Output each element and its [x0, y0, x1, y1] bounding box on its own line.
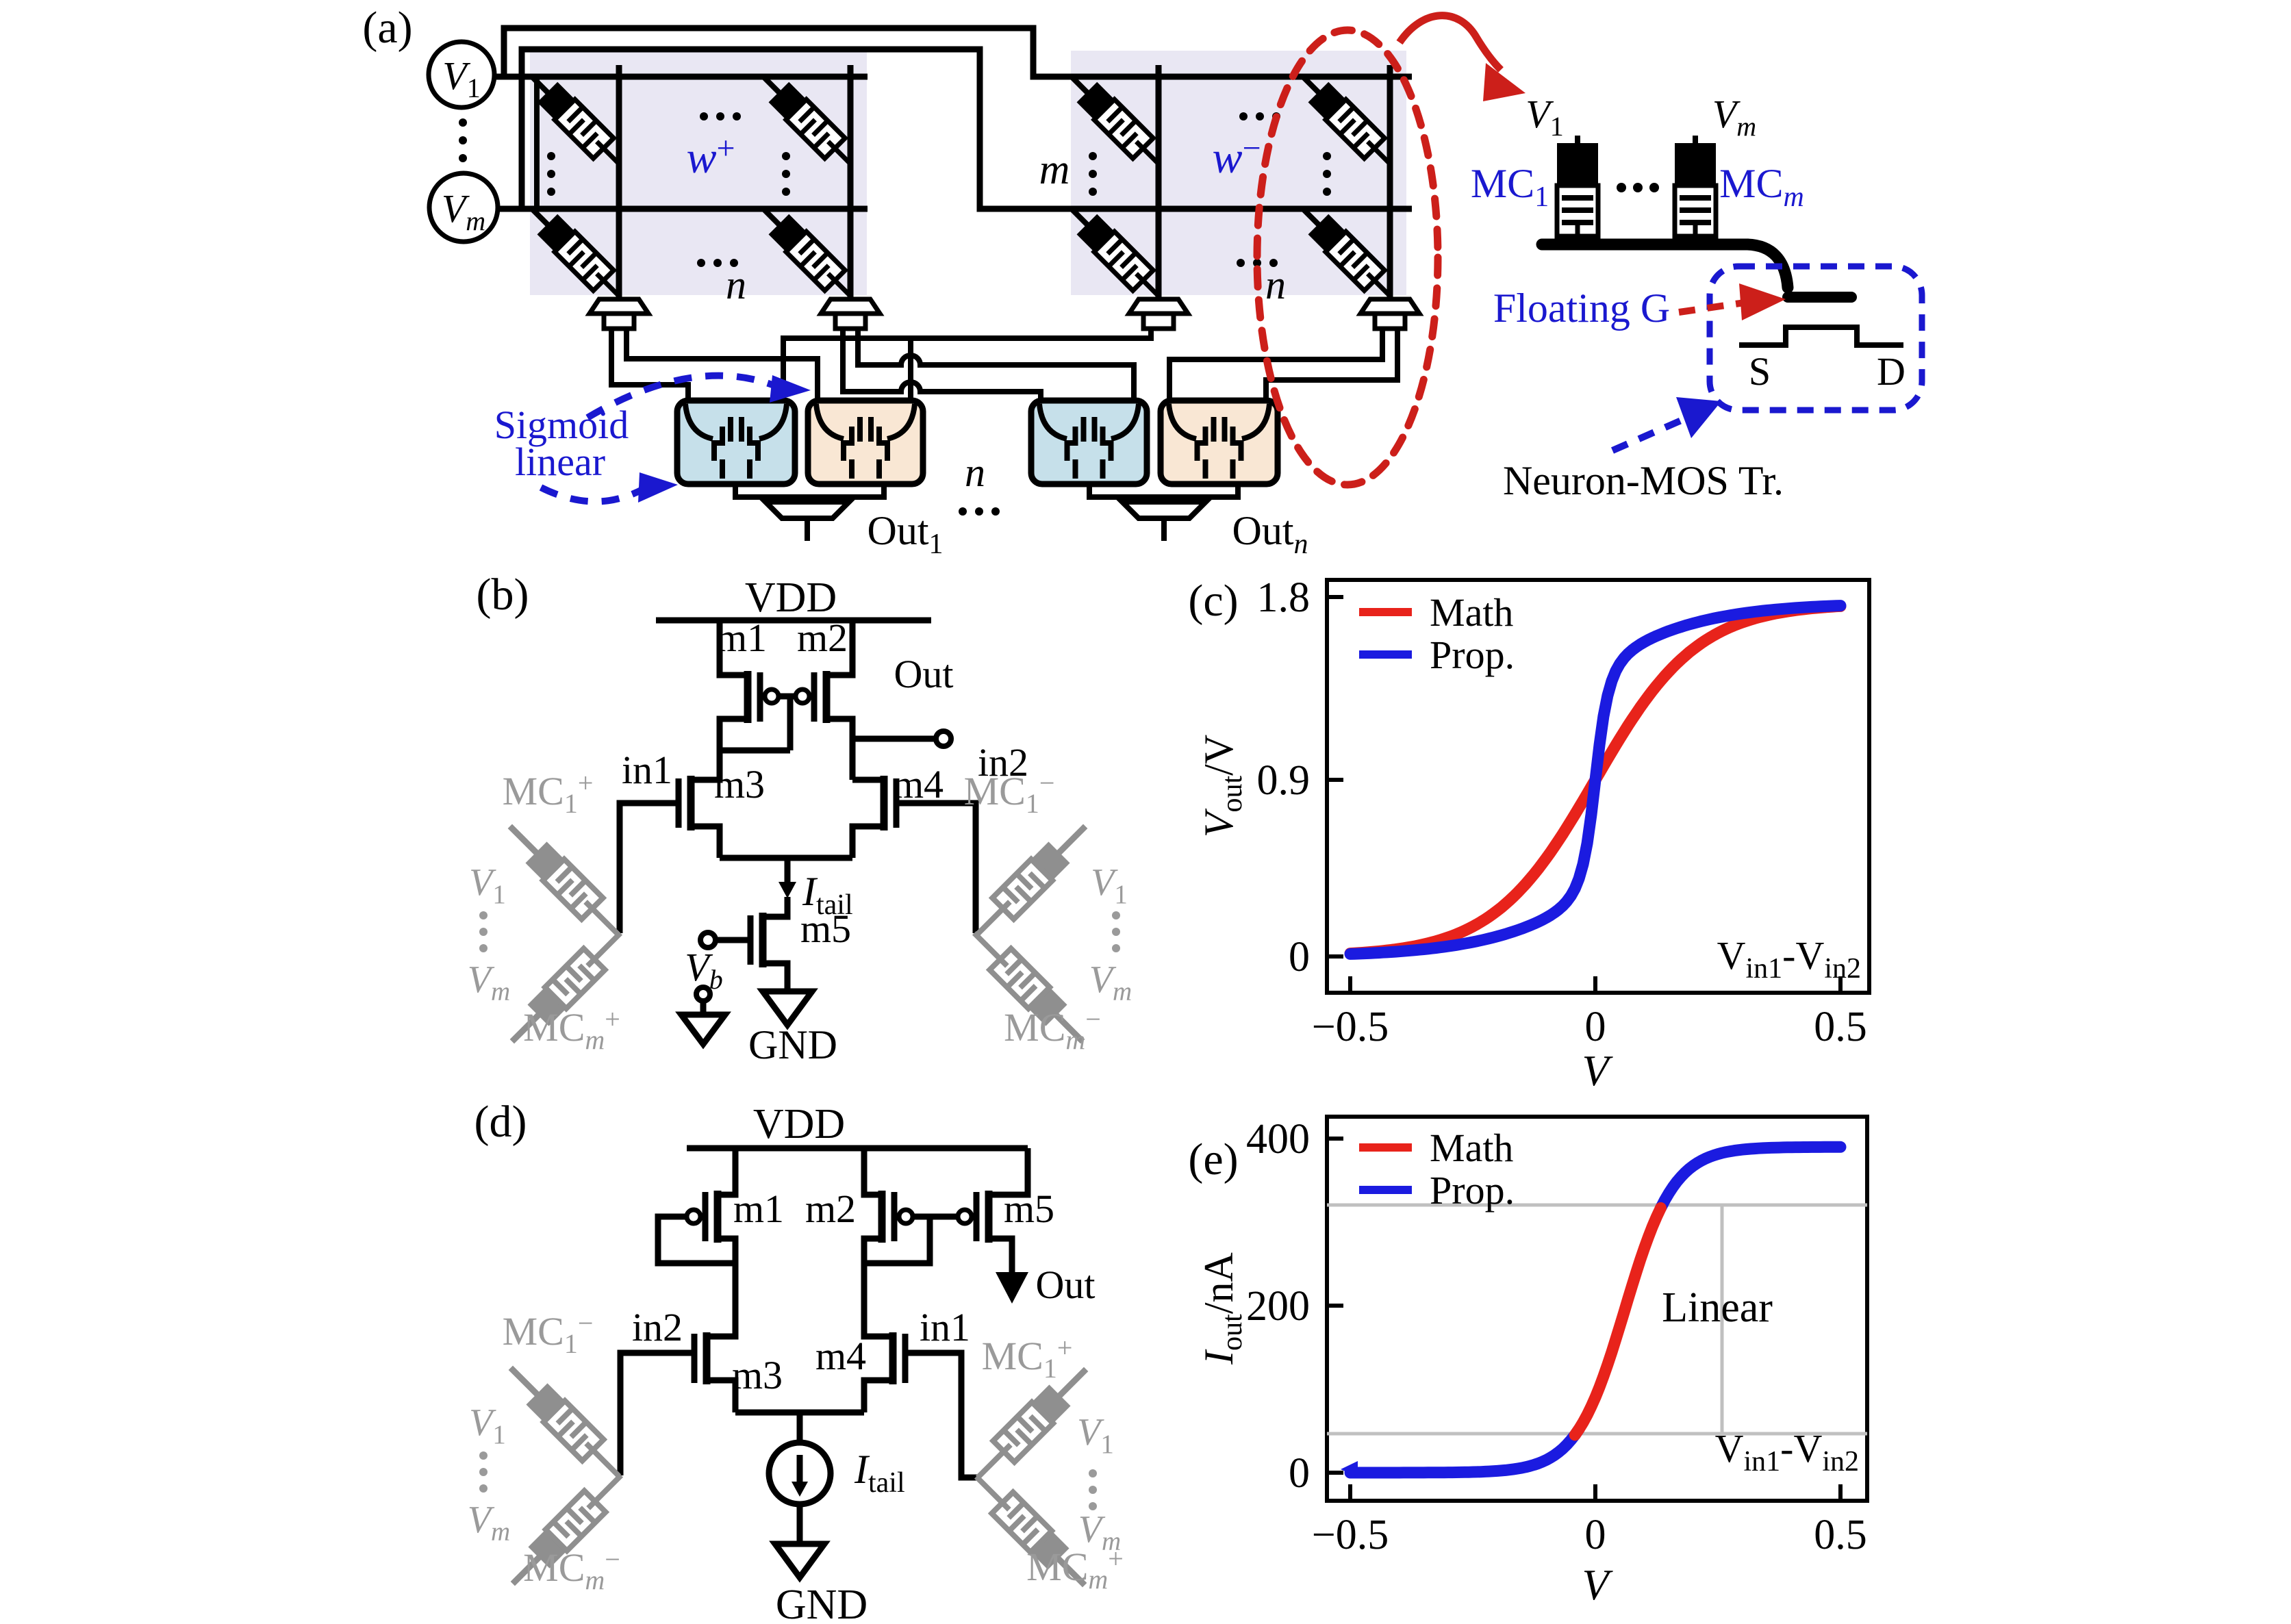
- svg-text:Vm: Vm: [468, 1499, 510, 1547]
- svg-text:VDD: VDD: [753, 1101, 845, 1147]
- svg-text:(b): (b): [477, 570, 529, 620]
- svg-text:Vm: Vm: [1712, 92, 1756, 142]
- svg-text:m3: m3: [714, 762, 765, 807]
- svg-text:−0.5: −0.5: [1312, 1004, 1389, 1050]
- svg-text:m3: m3: [732, 1353, 783, 1397]
- svg-text:MCm+: MCm+: [523, 1004, 620, 1055]
- svg-text:(d): (d): [474, 1097, 527, 1147]
- svg-text:0: 0: [1289, 934, 1310, 980]
- svg-text:Neuron-MOS Tr.: Neuron-MOS Tr.: [1503, 458, 1784, 503]
- svg-text:m: m: [1039, 147, 1070, 193]
- svg-text:VDD: VDD: [745, 574, 837, 621]
- svg-text:(e): (e): [1188, 1134, 1238, 1184]
- svg-text:Linear: Linear: [1662, 1284, 1773, 1331]
- svg-text:Sigmoid: Sigmoid: [494, 403, 629, 447]
- svg-text:Out: Out: [1036, 1263, 1096, 1307]
- svg-text:n: n: [965, 450, 985, 495]
- svg-text:n: n: [1265, 262, 1286, 307]
- svg-text:Vin1-Vin2: Vin1-Vin2: [1717, 933, 1861, 985]
- svg-text:V: V: [1582, 1046, 1613, 1095]
- svg-text:m5: m5: [1004, 1187, 1054, 1231]
- svg-text:Vm: Vm: [1078, 1508, 1121, 1556]
- svg-text:m1: m1: [716, 616, 767, 660]
- svg-text:m2: m2: [805, 1187, 856, 1231]
- svg-text:m4: m4: [815, 1334, 866, 1378]
- svg-text:in2: in2: [978, 740, 1028, 785]
- svg-text:S: S: [1749, 349, 1771, 394]
- svg-text:GND: GND: [776, 1582, 868, 1624]
- svg-text:Out: Out: [894, 652, 954, 696]
- svg-text:Vout/V: Vout/V: [1196, 735, 1248, 837]
- svg-text:Vin1-Vin2: Vin1-Vin2: [1715, 1426, 1859, 1477]
- svg-text:V1: V1: [469, 861, 506, 909]
- svg-text:Math: Math: [1430, 1126, 1513, 1170]
- svg-text:D: D: [1877, 349, 1906, 394]
- svg-text:linear: linear: [515, 440, 605, 484]
- svg-text:MC1−: MC1−: [964, 767, 1055, 819]
- svg-text:0: 0: [1585, 1004, 1606, 1050]
- svg-text:n: n: [726, 262, 746, 307]
- svg-text:Prop.: Prop.: [1430, 633, 1515, 677]
- svg-text:MCm: MCm: [1719, 161, 1804, 213]
- svg-text:(a): (a): [362, 3, 412, 53]
- svg-text:1.8: 1.8: [1257, 574, 1311, 621]
- svg-text:m5: m5: [800, 906, 851, 951]
- svg-text:in1: in1: [920, 1305, 970, 1349]
- svg-text:0: 0: [1585, 1512, 1606, 1558]
- svg-text:Iout/nA: Iout/nA: [1196, 1252, 1248, 1365]
- svg-text:(c): (c): [1188, 576, 1238, 626]
- svg-text:Prop.: Prop.: [1430, 1168, 1515, 1213]
- svg-text:400: 400: [1246, 1116, 1310, 1163]
- svg-text:200: 200: [1246, 1283, 1310, 1330]
- svg-text:GND: GND: [748, 1022, 837, 1067]
- svg-text:V1: V1: [1077, 1411, 1114, 1459]
- svg-text:in1: in1: [622, 748, 672, 792]
- svg-text:m4: m4: [893, 762, 944, 807]
- svg-text:0: 0: [1289, 1450, 1310, 1497]
- svg-text:V: V: [1582, 1560, 1613, 1609]
- svg-text:m1: m1: [733, 1187, 784, 1231]
- svg-text:0.5: 0.5: [1814, 1512, 1867, 1558]
- svg-text:m2: m2: [797, 616, 848, 660]
- svg-text:Math: Math: [1430, 590, 1513, 635]
- svg-text:0.5: 0.5: [1814, 1004, 1867, 1050]
- svg-text:Floating G: Floating G: [1493, 286, 1670, 331]
- svg-text:−0.5: −0.5: [1312, 1512, 1389, 1558]
- svg-text:in2: in2: [632, 1305, 683, 1349]
- svg-text:0.9: 0.9: [1257, 757, 1311, 804]
